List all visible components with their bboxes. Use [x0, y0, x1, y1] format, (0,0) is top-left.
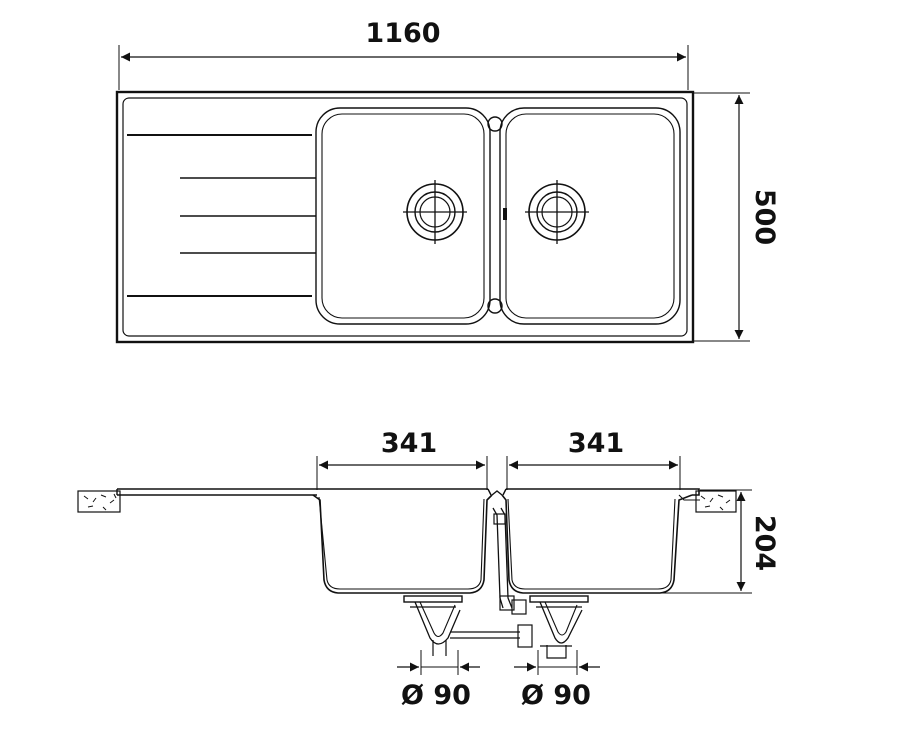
right-waste — [517, 595, 589, 659]
countertop-left — [77, 490, 121, 513]
depth-label: 500 — [749, 189, 780, 245]
right-waste-diameter-dimension: Ø 90 — [514, 650, 600, 711]
top-view: 1160 500 — [115, 18, 780, 344]
drainer-grooves — [127, 134, 316, 297]
right-waste-diameter-label: Ø 90 — [521, 680, 591, 711]
right-bowl-width-label: 341 — [568, 428, 624, 459]
right-bowl-width-dimension: 341 — [506, 428, 681, 490]
bowl-depth-dimension: 204 — [600, 489, 780, 594]
tap-hole-bottom — [487, 298, 503, 314]
left-waste — [403, 595, 520, 656]
bowl-depth-label: 204 — [749, 515, 780, 571]
left-drain — [403, 180, 467, 244]
left-waste-diameter-label: Ø 90 — [401, 680, 471, 711]
section-view: 341 341 — [77, 428, 780, 711]
left-bowl-width-dimension: 341 — [316, 428, 488, 490]
overflow-slot — [503, 208, 507, 220]
width-label: 1160 — [365, 18, 440, 49]
left-bowl-width-label: 341 — [381, 428, 437, 459]
sink-outline — [115, 90, 695, 344]
left-bowl-inner — [321, 113, 485, 319]
width-dimension: 1160 — [118, 18, 689, 90]
countertop-right — [695, 490, 737, 513]
left-waste-diameter-dimension: Ø 90 — [397, 650, 480, 711]
sink-rim — [122, 97, 688, 337]
right-bowl — [499, 107, 681, 325]
tap-hole-top — [487, 116, 503, 132]
right-bowl-inner — [505, 113, 675, 319]
depth-dimension: 500 — [692, 92, 780, 342]
left-bowl — [315, 107, 491, 325]
right-drain — [525, 180, 589, 244]
sink-profile — [116, 488, 700, 594]
overflow-pipe — [492, 507, 527, 615]
